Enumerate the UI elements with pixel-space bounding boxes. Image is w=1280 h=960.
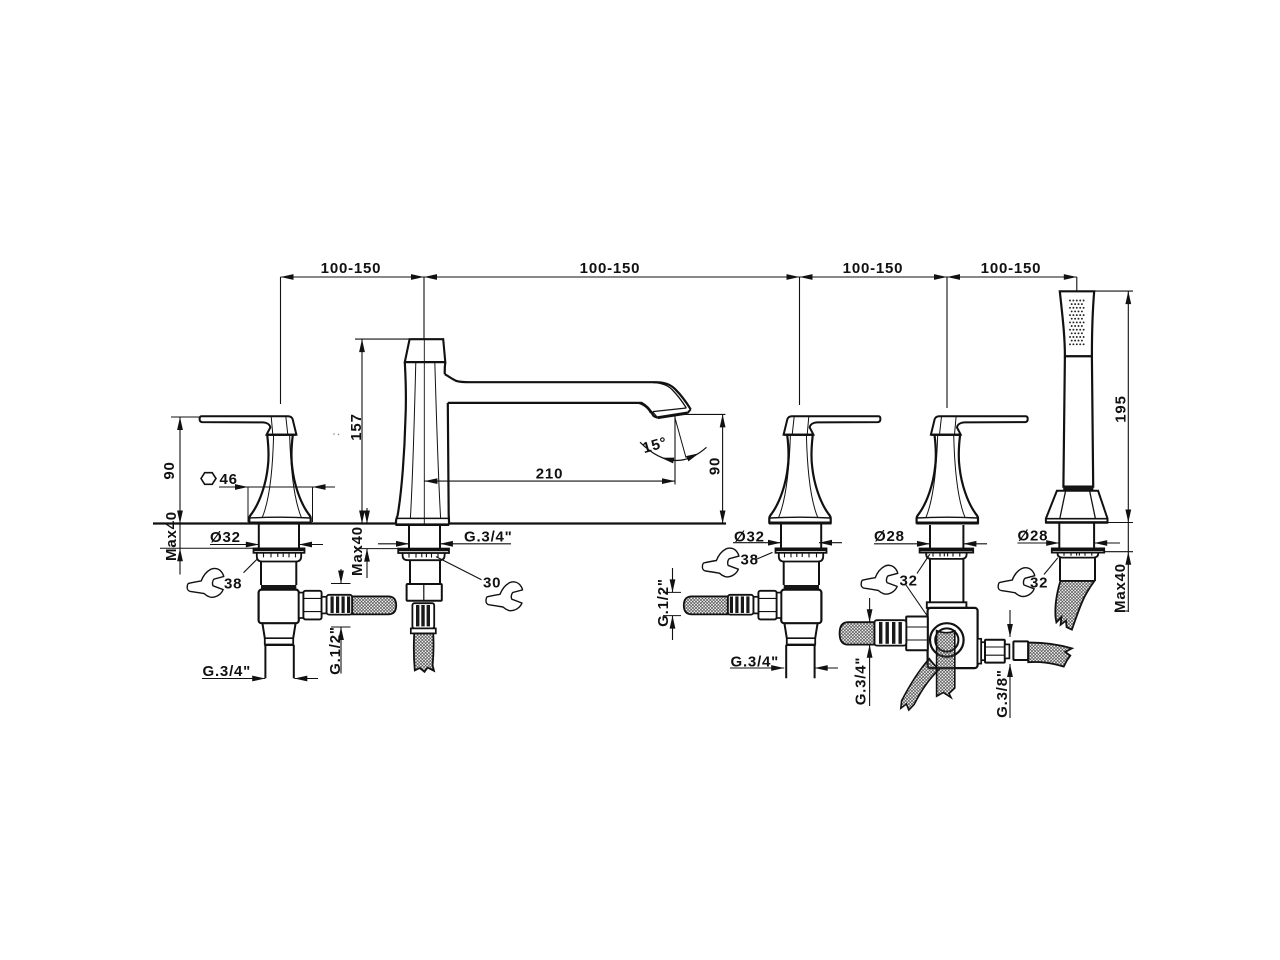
svg-text:Ø28: Ø28	[1018, 528, 1049, 545]
svg-text:100-150: 100-150	[843, 260, 904, 277]
svg-text:G.3/4": G.3/4"	[852, 657, 869, 706]
svg-text:90: 90	[161, 461, 178, 479]
svg-text:Ø28: Ø28	[874, 528, 905, 545]
svg-text:195: 195	[1113, 395, 1130, 422]
svg-text:Ø32: Ø32	[210, 529, 241, 546]
svg-text:G.1/2": G.1/2"	[655, 578, 672, 627]
svg-text:38: 38	[224, 576, 242, 593]
svg-text:32: 32	[900, 573, 918, 590]
svg-text:G.3/4": G.3/4"	[731, 654, 780, 671]
svg-text:32: 32	[1030, 575, 1048, 592]
svg-text:46: 46	[220, 471, 238, 488]
svg-text:Max40: Max40	[163, 511, 180, 561]
svg-text:15°: 15°	[641, 434, 670, 457]
svg-text:157: 157	[348, 413, 365, 440]
svg-text:G.1/2": G.1/2"	[327, 626, 344, 675]
svg-text:Max40: Max40	[349, 526, 366, 576]
svg-text:Max40: Max40	[1112, 563, 1129, 613]
svg-text:100-150: 100-150	[321, 260, 382, 277]
svg-text:Ø32: Ø32	[734, 529, 765, 546]
svg-text:G.3/4": G.3/4"	[203, 663, 252, 680]
svg-text:90: 90	[707, 457, 724, 475]
svg-text:100-150: 100-150	[580, 260, 641, 277]
svg-text:G.3/4": G.3/4"	[464, 529, 513, 546]
svg-text:30: 30	[483, 575, 501, 592]
svg-text:38: 38	[741, 552, 759, 569]
svg-text:G.3/8": G.3/8"	[994, 669, 1011, 718]
svg-text:210: 210	[536, 466, 563, 483]
svg-text:100-150: 100-150	[981, 260, 1042, 277]
